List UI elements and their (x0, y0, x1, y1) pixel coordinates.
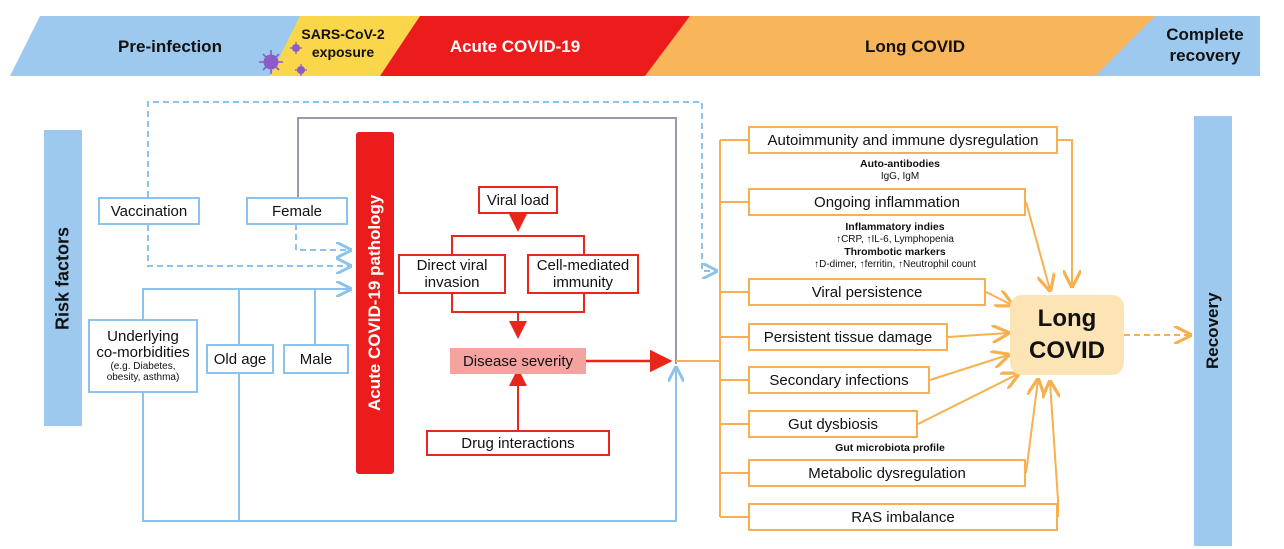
note-autoantibodies: Auto-antibodies IgG, IgM (790, 158, 1010, 183)
connector-vaccination-dashed (147, 101, 716, 271)
phase-complete-line1: Complete (1166, 25, 1244, 44)
phase-band-pre-infection (10, 16, 300, 76)
disease-severity-box: Disease severity (450, 348, 586, 374)
comorbidities-detail1: (e.g. Diabetes, (110, 361, 176, 372)
connector-female-to-severity (297, 117, 677, 364)
cell-line2: immunity (552, 274, 613, 291)
mechanism-ongoing-inflammation: Ongoing inflammation (748, 188, 1026, 216)
comorbidities-line1: Underlying (107, 328, 179, 345)
phase-exposure-line2: exposure (311, 44, 375, 60)
viral-load-box: Viral load (478, 186, 558, 214)
phase-band-recovery (1095, 16, 1260, 76)
direct-line2: invasion (424, 274, 480, 291)
mechanism-metabolic-dysregulation: Metabolic dysregulation (748, 459, 1026, 487)
cell-line1: Cell-mediated (536, 257, 630, 274)
phase-pre-infection: Pre-infection (118, 37, 222, 56)
risk-factors-label: Risk factors (52, 226, 73, 330)
phase-exposure-line1: SARS-CoV-2 (301, 26, 385, 42)
phase-complete-recovery: Complete recovery (1150, 24, 1260, 66)
note-gut-profile: Gut microbiota profile (790, 442, 990, 455)
mechanism-secondary-infections: Secondary infections (748, 366, 930, 394)
phase-band-long (645, 16, 1160, 76)
mechanism-autoimmunity: Autoimmunity and immune dysregulation (748, 126, 1058, 154)
long-covid-line1: Long (1037, 305, 1097, 332)
connector-merge (451, 294, 585, 313)
note-autoantibodies-title: Auto-antibodies (860, 158, 940, 170)
bracket-branches (720, 139, 748, 518)
female-box: Female (246, 197, 348, 225)
pathology-bar: Acute COVID-19 pathology (356, 132, 394, 474)
note-gut-profile-title: Gut microbiota profile (835, 442, 945, 454)
mechanism-gut-dysbiosis: Gut dysbiosis (748, 410, 918, 438)
note-inflammatory-title: Inflammatory indies (845, 221, 945, 233)
risk-factors-bar: Risk factors (44, 130, 82, 426)
connector-female-dashed (295, 224, 350, 250)
mechanism-arrows (917, 139, 1072, 517)
recovery-bar: Recovery (1194, 116, 1232, 546)
direct-viral-invasion-box: Direct viral invasion (398, 254, 506, 294)
male-box: Male (283, 344, 349, 374)
connector-branch (451, 235, 585, 254)
phase-acute: Acute COVID-19 (449, 37, 581, 56)
virus-icon (259, 42, 307, 76)
note-inflammatory: Inflammatory indies ↑CRP, ↑IL-6, Lymphop… (770, 221, 1020, 271)
phase-band-acute (380, 16, 690, 76)
connector-risk-top (142, 289, 350, 319)
mechanism-ras-imbalance: RAS imbalance (748, 503, 1058, 531)
long-covid-line2: COVID (1028, 337, 1105, 364)
note-autoantibodies-detail: IgG, IgM (880, 171, 920, 182)
phase-band-exposure (270, 16, 420, 76)
mechanism-viral-persistence: Viral persistence (748, 278, 986, 306)
mechanism-tissue-damage: Persistent tissue damage (748, 323, 948, 351)
vaccination-box: Vaccination (98, 197, 200, 225)
connector-risk-bottom (142, 368, 676, 522)
direct-line1: Direct viral (416, 257, 488, 274)
cell-mediated-immunity-box: Cell-mediated immunity (527, 254, 639, 294)
note-thrombotic-detail: ↑D-dimer, ↑ferritin, ↑Neutrophil count (814, 259, 976, 270)
connector-vaccination-to-pathology (147, 225, 350, 266)
phase-exposure: SARS-CoV-2 exposure (288, 25, 398, 61)
phase-long: Long COVID (864, 37, 966, 56)
comorbidities-detail2: obesity, asthma) (106, 372, 180, 383)
recovery-label: Recovery (1203, 292, 1222, 370)
drug-interactions-box: Drug interactions (426, 430, 610, 456)
comorbidities-box: Underlying co-morbidities (e.g. Diabetes… (88, 319, 198, 393)
long-covid-box: Long COVID (1010, 295, 1124, 375)
note-inflammatory-detail: ↑CRP, ↑IL-6, Lymphopenia (836, 234, 954, 245)
note-thrombotic-title: Thrombotic markers (844, 246, 946, 258)
comorbidities-line2: co-morbidities (96, 344, 190, 361)
old-age-box: Old age (206, 344, 274, 374)
pathology-label: Acute COVID-19 pathology (365, 194, 384, 412)
phase-complete-line2: recovery (1169, 46, 1241, 65)
